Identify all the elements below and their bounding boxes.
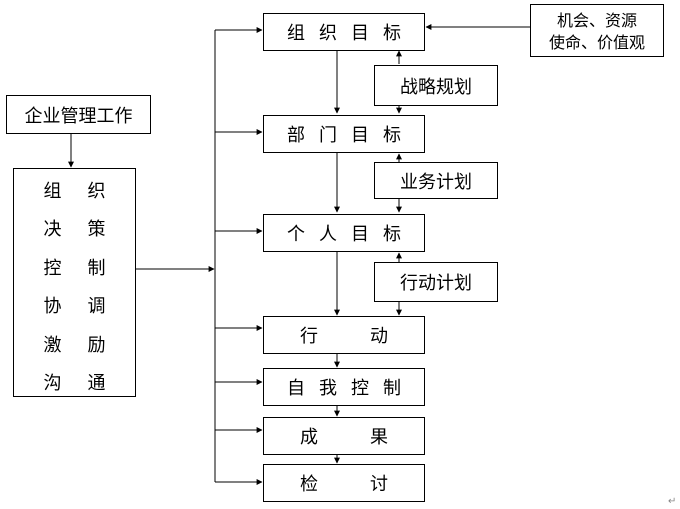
org-goal-label: 组织目标: [287, 23, 415, 44]
action-plan-label: 行动计划: [400, 273, 472, 294]
function-item: 组织: [43, 181, 132, 202]
action-label: 行动: [300, 326, 440, 347]
result-box: 成果: [263, 417, 425, 455]
return-mark: ↵: [668, 496, 677, 507]
enterprise-work-label: 企业管理工作: [24, 105, 133, 127]
self-control-box: 自我控制: [263, 368, 425, 406]
result-label: 成果: [300, 427, 440, 448]
self-control-label: 自我控制: [287, 378, 415, 399]
inputs-line2: 使命、价值观: [548, 33, 645, 52]
dept-goal-box: 部门目标: [263, 115, 425, 153]
business-plan-box: 业务计划: [374, 162, 498, 199]
function-item: 控制: [43, 258, 132, 279]
function-item: 协调: [43, 296, 132, 317]
strategic-plan-label: 战略规划: [400, 76, 472, 98]
action-box: 行动: [263, 316, 425, 354]
action-plan-box: 行动计划: [374, 262, 498, 302]
org-goal-box: 组织目标: [263, 13, 425, 51]
personal-goal-label: 个人目标: [287, 224, 415, 245]
personal-goal-box: 个人目标: [263, 214, 425, 252]
function-item: 决策: [43, 219, 132, 240]
business-plan-label: 业务计划: [400, 171, 472, 193]
enterprise-work-box: 企业管理工作: [6, 95, 151, 134]
inputs-line1: 机会、资源: [556, 11, 637, 30]
inputs-box: 机会、资源 使命、价值观: [530, 4, 664, 57]
function-item: 沟通: [43, 373, 132, 394]
dept-goal-label: 部门目标: [287, 125, 415, 146]
strategic-plan-box: 战略规划: [374, 65, 498, 106]
review-label: 检讨: [300, 474, 440, 495]
function-item: 激励: [43, 335, 132, 356]
review-box: 检讨: [263, 464, 425, 502]
management-functions-box: 组织 决策 控制 协调 激励 沟通: [13, 168, 136, 397]
